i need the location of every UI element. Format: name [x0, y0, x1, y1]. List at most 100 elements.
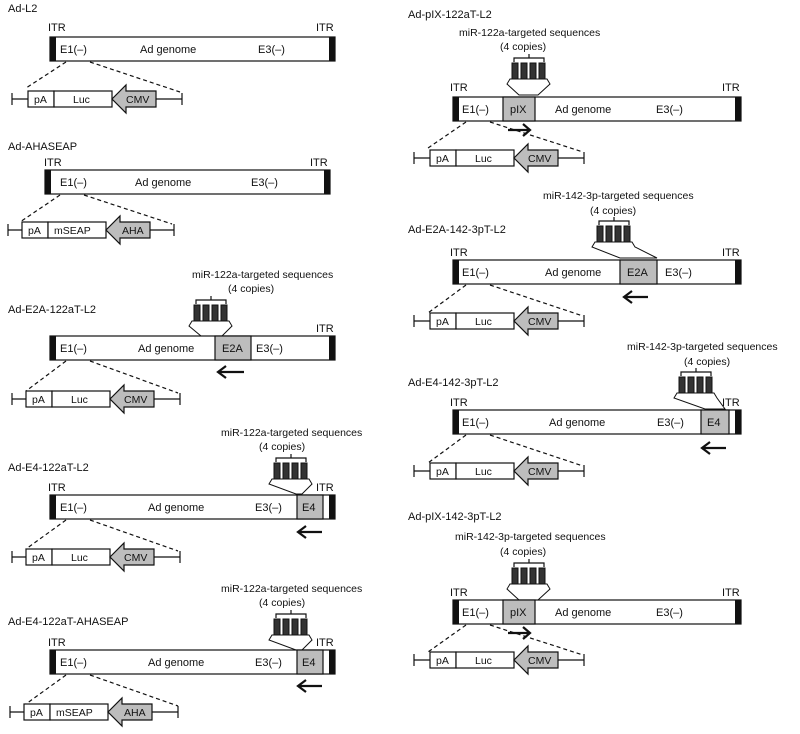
insert-dashed-line-left: [25, 360, 67, 392]
insert-dashed-line-left: [427, 284, 467, 314]
insert-dashed-line-right: [489, 121, 584, 153]
target-sequence-copies: [678, 376, 713, 394]
construct-name: Ad-pIX-142-3pT-L2: [408, 511, 502, 523]
construct-ad-pix-142-3pt-l2: Ad-pIX-142-3pT-L2 miR-142-3p-targeted se…: [408, 511, 742, 676]
e1-label: E1(–): [462, 417, 489, 429]
insert-dashed-line-left: [427, 121, 467, 149]
insertion-funnel: [591, 241, 658, 259]
itr-right-block: [329, 650, 335, 674]
cmv-label: CMV: [124, 552, 147, 564]
cmv-promoter-arrow: [109, 541, 155, 573]
target-sequence-copies: [193, 304, 228, 322]
e2a-label: E2A: [627, 267, 648, 279]
itr-left-label: ITR: [44, 157, 62, 169]
luc-label: Luc: [475, 153, 492, 165]
copies-bracket: [513, 559, 545, 567]
copies-label: (4 copies): [500, 546, 546, 558]
cmv-label: CMV: [126, 94, 149, 106]
e1-label: E1(–): [60, 44, 87, 56]
insert-dashed-line-right: [489, 284, 584, 317]
mirna-target-label: miR-142-3p-targeted sequences: [455, 531, 606, 543]
itr-right-block: [329, 336, 335, 360]
pa-label: pA: [32, 394, 45, 406]
mirna-target-label: miR-142-3p-targeted sequences: [543, 190, 694, 202]
construct-ad-ahaseap: Ad-AHASEAP ITR ITR E1(–) Ad genome E3(–)…: [7, 141, 331, 246]
mirna-target-label: miR-122a-targeted sequences: [221, 583, 362, 595]
luc-label: Luc: [71, 394, 88, 406]
insertion-funnel: [673, 392, 726, 410]
aha-promoter-arrow: [105, 214, 151, 246]
pix-region: [502, 96, 536, 122]
insert-dashed-line-right: [89, 360, 179, 394]
e1-label: E1(–): [462, 607, 489, 619]
itr-right-block: [324, 170, 330, 194]
e4-label: E4: [302, 657, 315, 669]
cmv-promoter-arrow: [513, 644, 559, 676]
itr-right-label: ITR: [310, 157, 328, 169]
e3-label: E3(–): [256, 343, 283, 355]
itr-left-label: ITR: [48, 22, 66, 34]
ad-genome-bar: [49, 494, 336, 520]
insertion-funnel: [268, 478, 313, 495]
ad-genome-label: Ad genome: [148, 657, 204, 669]
copies-bracket: [275, 610, 307, 618]
construct-ad-e4-122at-ahaseap: miR-122a-targeted sequences (4 copies) A…: [8, 583, 362, 728]
construct-name: Ad-E4-122aT-L2: [8, 462, 89, 474]
cmv-promoter-arrow: [513, 305, 559, 337]
copies-label: (4 copies): [259, 441, 305, 453]
target-sequence-copies: [273, 618, 308, 636]
aha-label: AHA: [124, 707, 146, 719]
orientation-arrow: [296, 525, 322, 539]
construct-ad-e4-142-3pt-l2: miR-142-3p-targeted sequences (4 copies)…: [408, 341, 778, 487]
cmv-promoter-arrow: [513, 455, 559, 487]
itr-right-block: [735, 260, 741, 284]
pa-label: pA: [436, 316, 449, 328]
pix-label: pIX: [510, 607, 527, 619]
insertion-funnel: [188, 320, 233, 337]
cmv-label: CMV: [528, 655, 551, 667]
insertion-funnel: [268, 634, 313, 651]
e3-label: E3(–): [656, 607, 683, 619]
ad-genome-bar: [49, 649, 336, 675]
copies-label: (4 copies): [684, 356, 730, 368]
cmv-label: CMV: [528, 316, 551, 328]
copies-bracket: [598, 217, 630, 225]
e1-label: E1(–): [60, 177, 87, 189]
mirna-target-label: miR-142-3p-targeted sequences: [627, 341, 778, 353]
itr-left-block: [45, 170, 51, 194]
luc-label: Luc: [475, 316, 492, 328]
insert-dashed-line-right: [489, 624, 584, 656]
copies-label: (4 copies): [259, 597, 305, 609]
pix-label: pIX: [510, 104, 527, 116]
orientation-arrow: [296, 679, 322, 693]
ad-genome-label: Ad genome: [555, 607, 611, 619]
luc-label: Luc: [73, 94, 90, 106]
ad-genome-label: Ad genome: [549, 417, 605, 429]
luc-label: Luc: [71, 552, 88, 564]
copies-bracket: [680, 368, 712, 376]
copies-label: (4 copies): [500, 41, 546, 53]
copies-label: (4 copies): [228, 283, 274, 295]
itr-right-label: ITR: [316, 323, 334, 335]
construct-name: Ad-E4-122aT-AHASEAP: [8, 616, 128, 628]
itr-right-label: ITR: [316, 482, 334, 494]
itr-left-block: [453, 260, 459, 284]
itr-left-label: ITR: [450, 82, 468, 94]
itr-left-label: ITR: [48, 637, 66, 649]
insert-dashed-line-right: [489, 434, 584, 467]
e2a-region: [619, 259, 658, 285]
ad-genome-label: Ad genome: [545, 267, 601, 279]
construct-name: Ad-E4-142-3pT-L2: [408, 377, 499, 389]
construct-ad-pix-122at-l2: Ad-pIX-122aT-L2 miR-122a-targeted sequen…: [408, 9, 742, 174]
construct-ad-e2a-142-3pt-l2: miR-142-3p-targeted sequences (4 copies)…: [408, 190, 742, 337]
ad-genome-label: Ad genome: [555, 104, 611, 116]
itr-left-label: ITR: [450, 247, 468, 259]
itr-left-label: ITR: [450, 397, 468, 409]
ad-genome-bar: [49, 335, 336, 361]
e3-label: E3(–): [251, 177, 278, 189]
pa-label: pA: [436, 153, 449, 165]
target-sequence-copies: [596, 225, 631, 243]
cmv-label: CMV: [528, 153, 551, 165]
e3-label: E3(–): [656, 104, 683, 116]
construct-ad-e4-122at-l2: miR-122a-targeted sequences (4 copies) A…: [8, 427, 362, 573]
